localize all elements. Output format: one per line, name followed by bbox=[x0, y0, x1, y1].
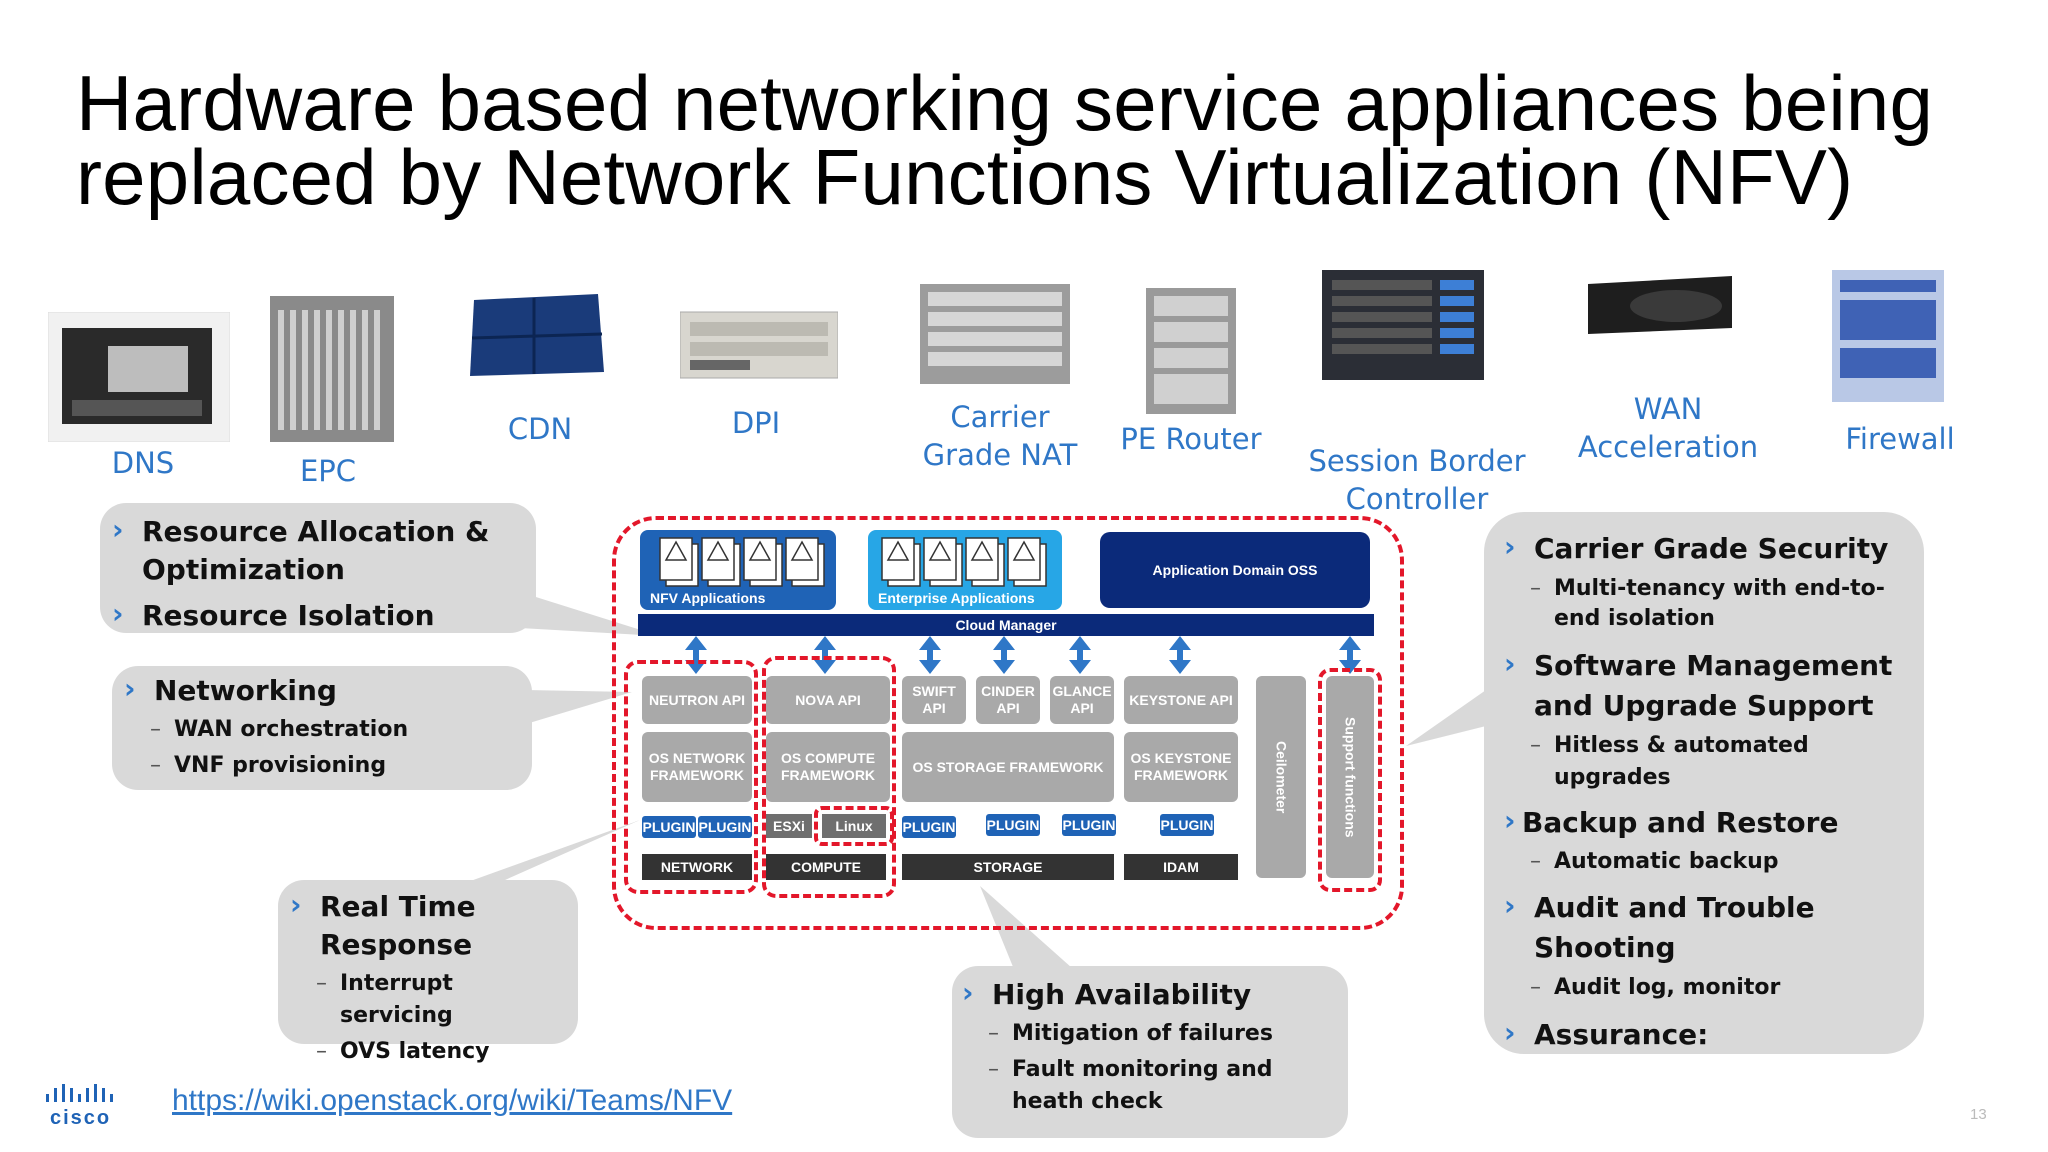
keystone-api-box: KEYSTONE API bbox=[1124, 676, 1238, 724]
carrier-security-heading: Carrier Grade Security bbox=[1500, 528, 1910, 568]
nfv-app-document-icons bbox=[659, 537, 825, 587]
realtime-heading: Real Time Response bbox=[286, 886, 556, 964]
nfv-applications-label: NFV Applications bbox=[650, 590, 766, 606]
os-keystone-framework-box: OS KEYSTONE FRAMEWORK bbox=[1124, 732, 1238, 802]
device-label-dpi: DPI bbox=[731, 406, 781, 440]
callout-right: Carrier Grade Security Multi-tenancy wit… bbox=[1484, 512, 1924, 1054]
networking-sub-vnf: VNF provisioning bbox=[120, 750, 520, 782]
plugin-network-2: PLUGIN bbox=[698, 816, 752, 838]
resource-isolation-item: Resource Isolation bbox=[108, 595, 518, 635]
backup-sub: Automatic backup bbox=[1500, 846, 1910, 878]
networking-sub-wan: WAN orchestration bbox=[120, 714, 520, 746]
device-label-dns: DNS bbox=[111, 446, 175, 480]
session-border-controller-image bbox=[1322, 270, 1484, 380]
swift-api-box: SWIFT API bbox=[902, 676, 966, 724]
ha-sub-fault: Fault monitoring and heath check bbox=[958, 1054, 1328, 1118]
os-network-framework-box: OS NETWORK FRAMEWORK bbox=[642, 732, 752, 802]
audit-heading: Audit and Trouble Shooting bbox=[1500, 886, 1910, 968]
epc-appliance-image bbox=[270, 296, 394, 442]
network-bar: NETWORK bbox=[642, 854, 752, 880]
plugin-network-1: PLUGIN bbox=[642, 816, 696, 838]
plugin-storage-2: PLUGIN bbox=[986, 814, 1040, 836]
openstack-nfv-link[interactable]: https://wiki.openstack.org/wiki/Teams/NF… bbox=[172, 1084, 733, 1117]
resource-allocation-item: Resource Allocation & Optimization bbox=[108, 511, 518, 589]
ha-heading: High Availability bbox=[958, 974, 1328, 1014]
nova-api-box: NOVA API bbox=[766, 676, 890, 724]
glance-api-box: GLANCE API bbox=[1050, 676, 1114, 724]
device-label-firewall: Firewall bbox=[1845, 422, 1955, 456]
dns-appliance-image bbox=[48, 312, 230, 442]
ha-sub-mitigation: Mitigation of failures bbox=[958, 1018, 1328, 1050]
compute-group-boundary bbox=[762, 656, 896, 898]
ceilometer-column: Ceilometer bbox=[1256, 676, 1306, 878]
compute-bar: COMPUTE bbox=[766, 854, 886, 880]
enterprise-app-document-icons bbox=[881, 537, 1047, 587]
device-label-wan-acceleration: WAN Acceleration bbox=[1577, 392, 1759, 464]
linux-group-boundary bbox=[814, 806, 894, 846]
page-title: Hardware based networking service applia… bbox=[76, 59, 1934, 221]
realtime-sub-ovs: OVS latency bbox=[286, 1036, 556, 1068]
wan-acceleration-image bbox=[1588, 276, 1732, 334]
software-mgmt-heading: Software Management and Upgrade Support bbox=[1500, 644, 1910, 726]
plugin-storage-3: PLUGIN bbox=[1062, 814, 1116, 836]
pe-router-image bbox=[1146, 288, 1236, 414]
neutron-api-box: NEUTRON API bbox=[642, 676, 752, 724]
cisco-logo: cisco bbox=[46, 1084, 113, 1128]
cdn-appliance-image bbox=[470, 294, 604, 376]
dpi-appliance-image bbox=[680, 311, 838, 379]
outer-nfv-boundary bbox=[612, 516, 1404, 930]
audit-sub: Audit log, monitor bbox=[1500, 972, 1910, 1004]
callout-realtime: Real Time Response Interrupt servicing O… bbox=[278, 880, 578, 1068]
carrier-grade-nat-image bbox=[920, 284, 1070, 384]
linux-box: Linux bbox=[822, 814, 886, 838]
callout-high-availability: High Availability Mitigation of failures… bbox=[952, 966, 1348, 1138]
device-label-pe-router: PE Router bbox=[1120, 422, 1262, 456]
assurance-heading: Assurance: bbox=[1500, 1014, 1910, 1054]
device-label-session-border-controller: Session Border Controller bbox=[1308, 444, 1526, 516]
backup-heading: Backup and Restore bbox=[1500, 802, 1910, 842]
page-number: 13 bbox=[1970, 1106, 1987, 1123]
callout-resource: Resource Allocation & Optimization Resou… bbox=[100, 503, 536, 633]
device-label-carrier-grade-nat: Carrier Grade NAT bbox=[922, 400, 1078, 472]
cloud-manager-bar: Cloud Manager bbox=[638, 614, 1374, 636]
idam-bar: IDAM bbox=[1124, 854, 1238, 880]
plugin-storage-1: PLUGIN bbox=[902, 816, 956, 838]
storage-bar: STORAGE bbox=[902, 854, 1114, 880]
software-mgmt-sub: Hitless & automated upgrades bbox=[1500, 730, 1910, 794]
support-functions-column: Support functions bbox=[1326, 676, 1374, 878]
device-label-cdn: CDN bbox=[507, 412, 573, 446]
enterprise-applications-label: Enterprise Applications bbox=[878, 590, 1035, 606]
networking-heading: Networking bbox=[120, 670, 520, 710]
carrier-security-sub: Multi-tenancy with end-to-end isolation bbox=[1500, 574, 1910, 634]
network-group-boundary bbox=[624, 660, 758, 894]
cinder-api-box: CINDER API bbox=[976, 676, 1040, 724]
plugin-keystone: PLUGIN bbox=[1160, 814, 1214, 836]
device-label-epc: EPC bbox=[299, 454, 357, 488]
os-storage-framework-box: OS STORAGE FRAMEWORK bbox=[902, 732, 1114, 802]
realtime-sub-interrupt: Interrupt servicing bbox=[286, 968, 556, 1032]
application-domain-oss-box: Application Domain OSS bbox=[1100, 532, 1370, 608]
callout-networking: Networking WAN orchestration VNF provisi… bbox=[112, 666, 532, 790]
esxi-box: ESXi bbox=[766, 814, 812, 838]
svg-text:cisco: cisco bbox=[50, 1107, 111, 1128]
os-compute-framework-box: OS COMPUTE FRAMEWORK bbox=[766, 732, 890, 802]
firewall-image bbox=[1832, 270, 1944, 402]
support-group-boundary bbox=[1318, 668, 1382, 892]
